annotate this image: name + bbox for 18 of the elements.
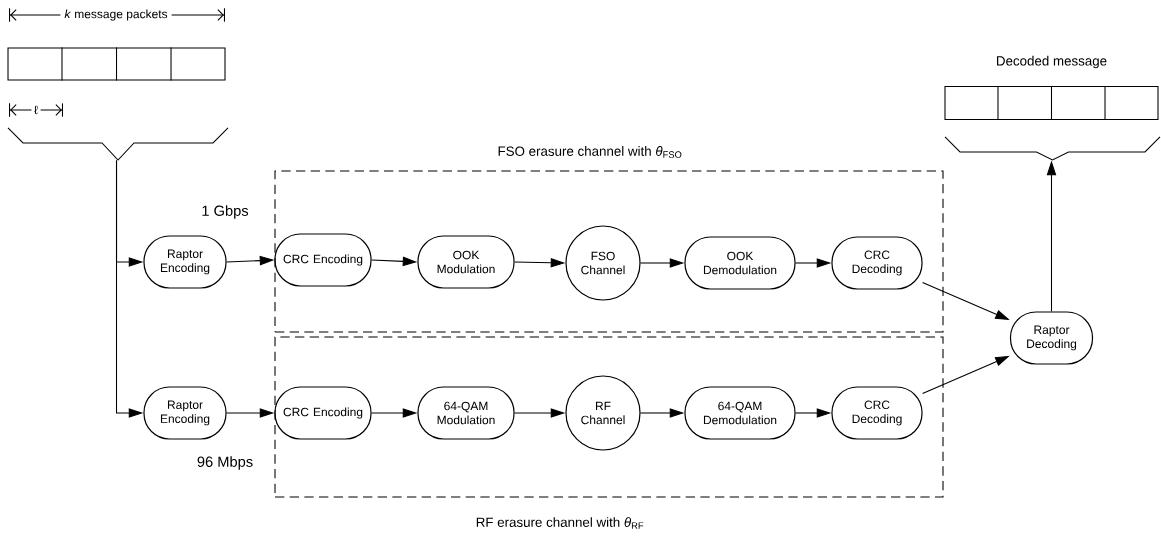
frame-heading: RF erasure channel with θ$_{RF}$ [476,517,644,529]
rate-label: 96 Mbps [197,456,253,470]
frame-heading: FSO erasure channel with θ$_{FSO}$ [498,146,682,158]
array-heading: Decoded message [997,55,1107,69]
process-box: 64-QAM Modulation [417,386,515,440]
process-box: CRC Encoding [274,386,372,440]
dimension-label: ℓ [31,103,41,117]
process-box: CRC Decoding [831,236,923,290]
process-box: CRC Decoding [831,386,923,440]
process-box: Raptor Decoding [1009,311,1094,365]
process-box: CRC Encoding [274,233,372,287]
process-box: Raptor Encoding [143,235,227,289]
process-box: Raptor Encoding [143,386,227,440]
dimension-label: k message packets [60,5,172,25]
process-box: OOK Modulation [417,235,515,289]
rate-label: 1 Gbps [202,205,249,219]
process-box: OOK Demodulation [684,236,796,290]
process-box: 64-QAM Demodulation [684,386,796,440]
